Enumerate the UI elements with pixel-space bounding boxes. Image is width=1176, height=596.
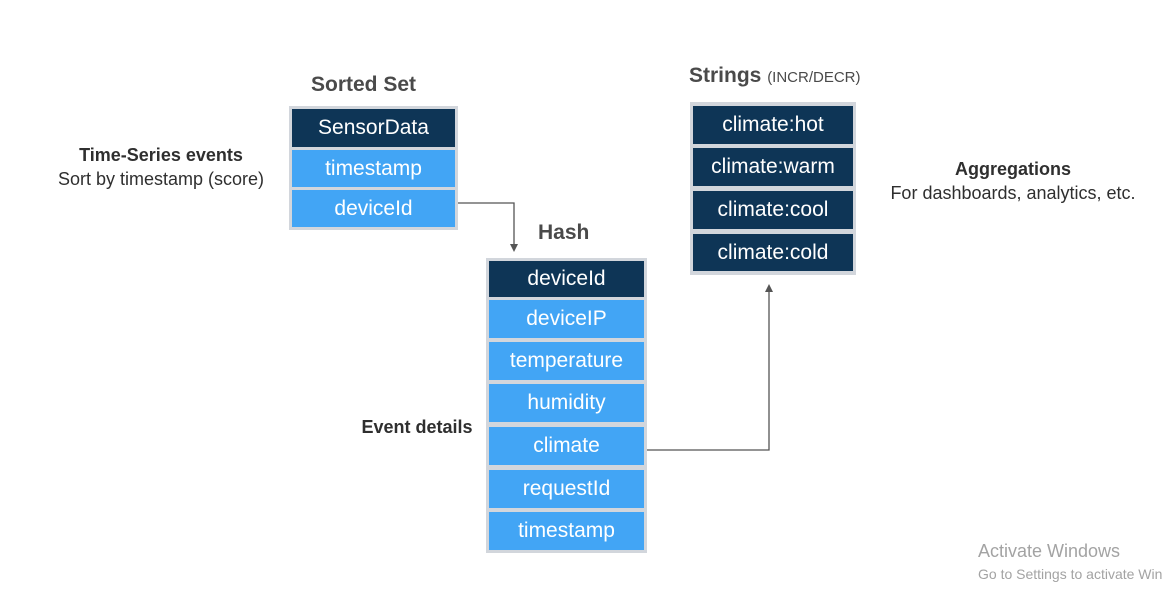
strings-heading: Strings (INCR/DECR): [689, 64, 861, 88]
strings-title: Strings: [689, 64, 762, 87]
activate-windows-desc: Go to Settings to activate Win: [978, 566, 1163, 582]
string-climate-cold: climate:cold: [693, 234, 853, 271]
aggregations-desc: For dashboards, analytics, etc.: [890, 183, 1136, 203]
hash-heading: Hash: [538, 221, 590, 244]
event-details-note: Event details: [350, 415, 484, 439]
strings-subtitle: (INCR/DECR): [767, 69, 861, 86]
string-climate-cool: climate:cool: [693, 191, 853, 229]
hash-field-climate: climate: [489, 427, 644, 465]
hash-field-deviceip: deviceIP: [489, 300, 644, 338]
hash-field-timestamp: timestamp: [489, 512, 644, 550]
hash-key: deviceId: [489, 261, 644, 297]
sorted-set-box: SensorData timestamp deviceId: [289, 106, 458, 230]
hash-box: deviceId deviceIP temperature humidity c…: [486, 258, 647, 553]
string-climate-warm: climate:warm: [693, 148, 853, 186]
strings-box: climate:hot climate:warm climate:cool cl…: [690, 102, 856, 275]
sorted-set-member-timestamp: timestamp: [292, 150, 455, 187]
arrow-hash-to-strings: [646, 284, 773, 451]
sorted-set-member-deviceid: deviceId: [292, 190, 455, 227]
time-series-title: Time-Series events: [79, 145, 243, 165]
hash-field-humidity: humidity: [489, 384, 644, 422]
aggregations-note: Aggregations For dashboards, analytics, …: [874, 157, 1152, 205]
aggregations-title: Aggregations: [954, 159, 1071, 179]
time-series-note: Time-Series events Sort by timestamp (sc…: [40, 143, 282, 191]
string-climate-hot: climate:hot: [693, 106, 853, 144]
hash-field-temperature: temperature: [489, 342, 644, 380]
arrow-sortedset-to-hash: [457, 202, 518, 252]
sorted-set-heading: Sorted Set: [311, 73, 417, 96]
hash-field-requestid: requestId: [489, 470, 644, 508]
activate-windows-title: Activate Windows: [978, 541, 1121, 561]
time-series-desc: Sort by timestamp (score): [57, 169, 265, 189]
sorted-set-key: SensorData: [292, 109, 455, 147]
event-details-label: Event details: [361, 417, 473, 437]
